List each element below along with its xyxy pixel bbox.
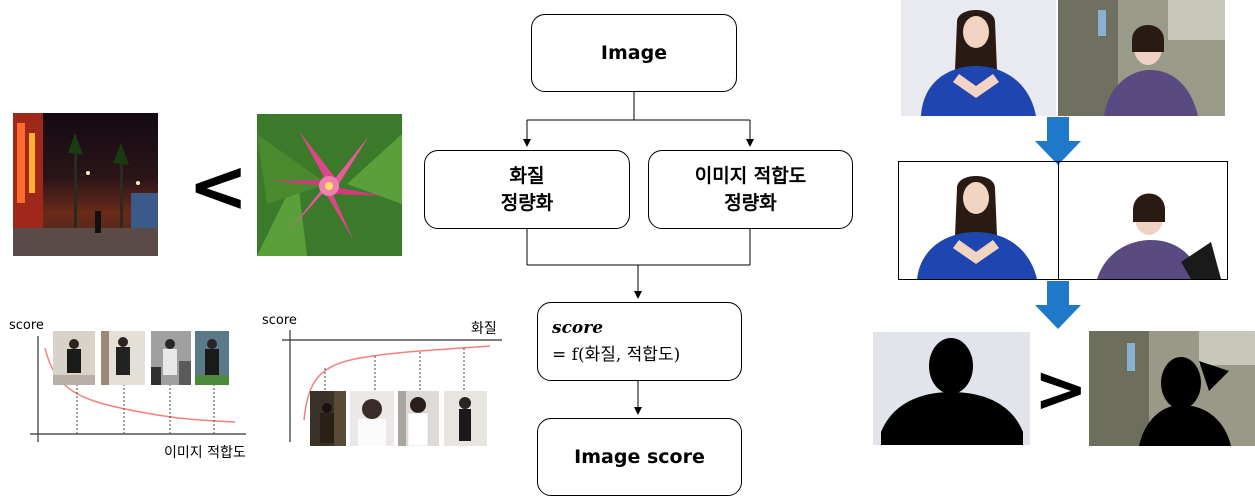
suitability-node: 이미지 적합도 정량화 [648, 150, 853, 229]
graph-left-ylabel: score [9, 318, 44, 333]
flower-photo [257, 114, 402, 256]
idol-photo-outdoor [1058, 0, 1225, 116]
mask-outdoor [1089, 331, 1255, 446]
segmented-divider [1058, 162, 1059, 279]
quality-thumb-2 [350, 391, 394, 446]
image-node: Image [531, 14, 737, 92]
graph-right-xlabel: 화질 [471, 321, 497, 337]
suitability-node-label: 이미지 적합도 정량화 [694, 164, 807, 214]
graph-left [30, 336, 246, 442]
person-thumb-4 [195, 331, 229, 385]
graph-right [282, 330, 502, 442]
quality-thumb-3 [398, 391, 439, 446]
night-street-photo [13, 113, 158, 256]
image-node-label: Image [600, 41, 668, 64]
segmented-person-1 [917, 176, 1037, 279]
segmented-frame [898, 161, 1228, 280]
increasing-curve [303, 345, 491, 421]
graph-right-ylabel: score [262, 313, 297, 328]
formula-lhs: score [552, 318, 604, 338]
result-node: Image score [537, 418, 742, 496]
greater-than-symbol: > [1034, 353, 1088, 427]
segmented-person-2 [1097, 193, 1221, 279]
quality-node-label: 화질 정량화 [500, 164, 554, 214]
graph-left-xlabel: 이미지 적합도 [164, 445, 246, 461]
less-than-symbol: < [188, 144, 249, 228]
mask-studio [873, 332, 1030, 445]
person-thumb-2 [101, 331, 145, 385]
idol-photo-studio [901, 0, 1056, 116]
quality-thumb-1 [310, 391, 346, 446]
down-arrow-icon [1035, 117, 1081, 165]
quality-thumb-4 [444, 391, 487, 446]
down-arrow-icon-2 [1035, 281, 1081, 329]
formula-rhs: = f(화질, 적합도) [552, 345, 681, 365]
formula-node: score = f(화질, 적합도) [537, 302, 742, 381]
person-thumb-3 [151, 331, 191, 385]
person-thumb-1 [53, 331, 95, 385]
result-node-label: Image score [574, 445, 705, 468]
quality-node: 화질 정량화 [424, 150, 630, 229]
